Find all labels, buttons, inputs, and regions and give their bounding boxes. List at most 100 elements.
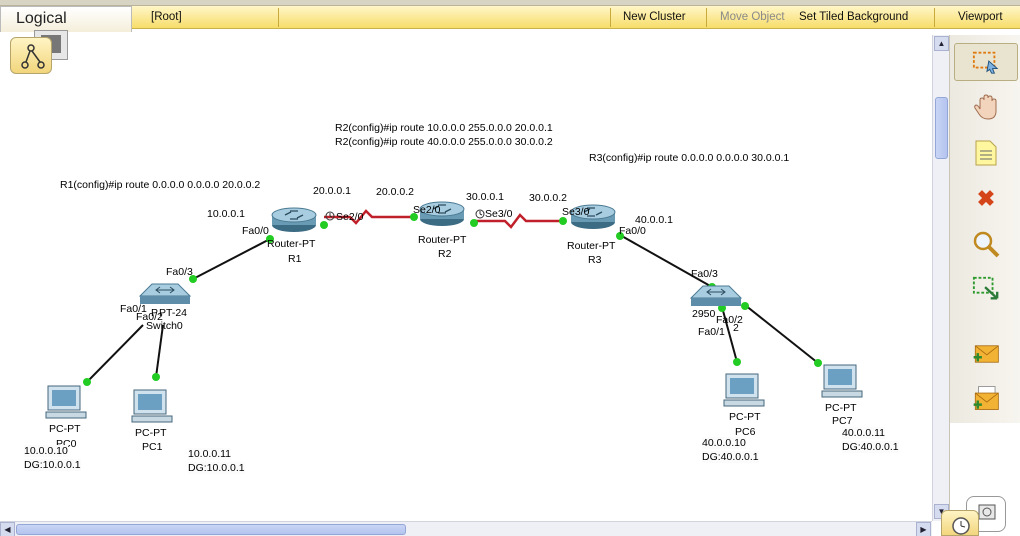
port-r1-fa00: Fa0/0	[242, 225, 269, 237]
horizontal-scrollbar[interactable]: ◀ ▶	[0, 521, 932, 536]
set-tiled-background-button[interactable]: Set Tiled Background	[799, 11, 909, 23]
ip-r2-serial2[interactable]: 20.0.0.2	[376, 186, 414, 198]
topology-diagram	[45, 201, 863, 423]
switch1-name[interactable]: 2	[733, 322, 739, 334]
router-r1-icon	[271, 207, 317, 232]
serial-link-r1-r2	[324, 209, 414, 225]
add-complex-pdu-icon	[972, 384, 1000, 412]
logical-view-icon[interactable]	[10, 37, 52, 74]
vertical-scroll-thumb[interactable]	[935, 97, 948, 159]
pc6-dg[interactable]: DG:40.0.0.1	[702, 451, 759, 463]
switch0-name[interactable]: Switch0	[146, 320, 183, 332]
switch0-type[interactable]: PT-24	[159, 307, 188, 319]
delete-icon: ✖	[976, 186, 996, 211]
ip-r2-serial3[interactable]: 30.0.0.1	[466, 191, 504, 203]
pc1-name[interactable]: PC1	[142, 441, 163, 453]
pc7-name[interactable]: PC7	[832, 415, 853, 427]
viewport-button[interactable]: Viewport	[958, 11, 1003, 23]
pc1-type[interactable]: PC-PT	[135, 427, 167, 439]
router-r2-icon	[419, 201, 465, 226]
tool-palette: ✖	[949, 35, 1020, 536]
switch0-icon	[138, 283, 192, 304]
toolbar-strip	[0, 0, 1020, 6]
hand-icon	[972, 93, 1000, 121]
port-switch0-fa02: Fa0/2	[136, 311, 163, 323]
link-r3-switch1	[619, 234, 713, 288]
router-r1-type[interactable]: Router-PT	[267, 238, 316, 250]
switch0-type-prefix[interactable]: P	[151, 307, 159, 319]
link-switch1-pc6	[721, 306, 738, 363]
pc6-type[interactable]: PC-PT	[729, 411, 761, 423]
link-status-dots	[83, 213, 822, 386]
scroll-right-icon[interactable]: ▶	[916, 522, 931, 536]
ip-r3-serial[interactable]: 30.0.0.2	[529, 192, 567, 204]
logical-workspace[interactable]: R2(config)#ip route 10.0.0.0 255.0.0.0 2…	[0, 35, 932, 520]
router-r2-type[interactable]: Router-PT	[418, 234, 467, 246]
clock-icon	[952, 517, 970, 535]
link-switch1-pc7	[744, 304, 819, 364]
note-icon	[972, 139, 1000, 167]
place-note-tool[interactable]	[954, 134, 1018, 172]
pc1-dg[interactable]: DG:10.0.0.1	[188, 462, 245, 474]
pc0-type[interactable]: PC-PT	[49, 423, 81, 435]
ip-r3-fa[interactable]: 40.0.0.1	[635, 214, 673, 226]
scroll-up-icon[interactable]: ▲	[934, 36, 949, 51]
switch1-icon	[689, 285, 743, 306]
vertical-scrollbar[interactable]: ▲ ▼	[932, 35, 949, 521]
pc7-type[interactable]: PC-PT	[825, 402, 857, 414]
note-r3-route[interactable]: R3(config)#ip route 0.0.0.0 0.0.0.0 30.0…	[589, 152, 790, 164]
horizontal-scroll-thumb[interactable]	[16, 524, 406, 535]
select-tool[interactable]	[954, 43, 1018, 81]
router-r3-icon	[570, 204, 616, 229]
router-r2-name[interactable]: R2	[438, 248, 452, 260]
pc7-icon	[821, 364, 863, 398]
add-simple-pdu-tool[interactable]	[954, 335, 1018, 373]
router-r3-type[interactable]: Router-PT	[567, 240, 616, 252]
scroll-left-icon[interactable]: ◀	[0, 522, 15, 536]
note-r1-route[interactable]: R1(config)#ip route 0.0.0.0 0.0.0.0 20.0…	[60, 179, 261, 191]
root-breadcrumb[interactable]: [Root]	[151, 11, 182, 23]
ip-r1-fa[interactable]: 10.0.0.1	[207, 208, 245, 220]
pc7-ip[interactable]: 40.0.0.11	[842, 427, 886, 439]
add-simple-pdu-icon	[972, 340, 1000, 368]
pc6-name[interactable]: PC6	[735, 426, 756, 438]
pc0-icon	[45, 385, 87, 419]
inspect-tool[interactable]	[954, 88, 1018, 126]
pc7-dg[interactable]: DG:40.0.0.1	[842, 441, 899, 453]
port-r1-se20: Se2/0	[336, 211, 364, 223]
ip-r1-serial[interactable]: 20.0.0.1	[313, 185, 351, 197]
select-icon	[972, 48, 1000, 76]
zoom-icon	[972, 230, 1000, 258]
new-cluster-button[interactable]: New Cluster	[623, 11, 686, 23]
move-object-button[interactable]: Move Object	[720, 11, 785, 23]
zoom-tool[interactable]	[954, 225, 1018, 263]
pc6-ip[interactable]: 40.0.0.10	[702, 437, 746, 449]
router-r1-name[interactable]: R1	[288, 253, 302, 265]
delete-tool[interactable]: ✖	[954, 180, 1018, 218]
tab-logical[interactable]: Logical	[0, 6, 132, 32]
clock-icon	[325, 209, 485, 221]
serial-link-r2-r3	[474, 213, 562, 229]
pc0-dg[interactable]: DG:10.0.0.1	[24, 459, 81, 471]
note-r2-route-2[interactable]: R2(config)#ip route 40.0.0.0 255.0.0.0 3…	[335, 136, 553, 148]
pc6-icon	[723, 373, 765, 407]
link-switch0-pc0	[86, 324, 144, 383]
realtime-mode-button[interactable]	[941, 510, 979, 536]
link-switch0-pc1	[155, 324, 164, 378]
port-r3-se30: Se3/0	[562, 206, 590, 218]
pc0-ip[interactable]: 10.0.0.10	[24, 445, 68, 457]
pc1-ip[interactable]: 10.0.0.11	[188, 448, 232, 460]
pc1-icon	[131, 389, 173, 423]
port-switch0-fa01: Fa0/1	[120, 303, 147, 315]
port-r2-se20: Se2/0	[413, 204, 441, 216]
port-r3-fa00: Fa0/0	[619, 225, 646, 237]
note-r2-route-1[interactable]: R2(config)#ip route 10.0.0.0 255.0.0.0 2…	[335, 122, 553, 134]
port-switch1-fa03: Fa0/3	[691, 268, 718, 280]
resize-shape-tool[interactable]	[954, 270, 1018, 308]
add-complex-pdu-tool[interactable]	[954, 379, 1018, 417]
workspace-toolbar: Logical [Root] New Cluster Move Object S…	[0, 0, 1020, 35]
resize-icon	[972, 275, 1000, 303]
router-r3-name[interactable]: R3	[588, 254, 602, 266]
port-r2-se30: Se3/0	[485, 208, 513, 220]
switch1-type[interactable]: 2950	[692, 308, 716, 320]
